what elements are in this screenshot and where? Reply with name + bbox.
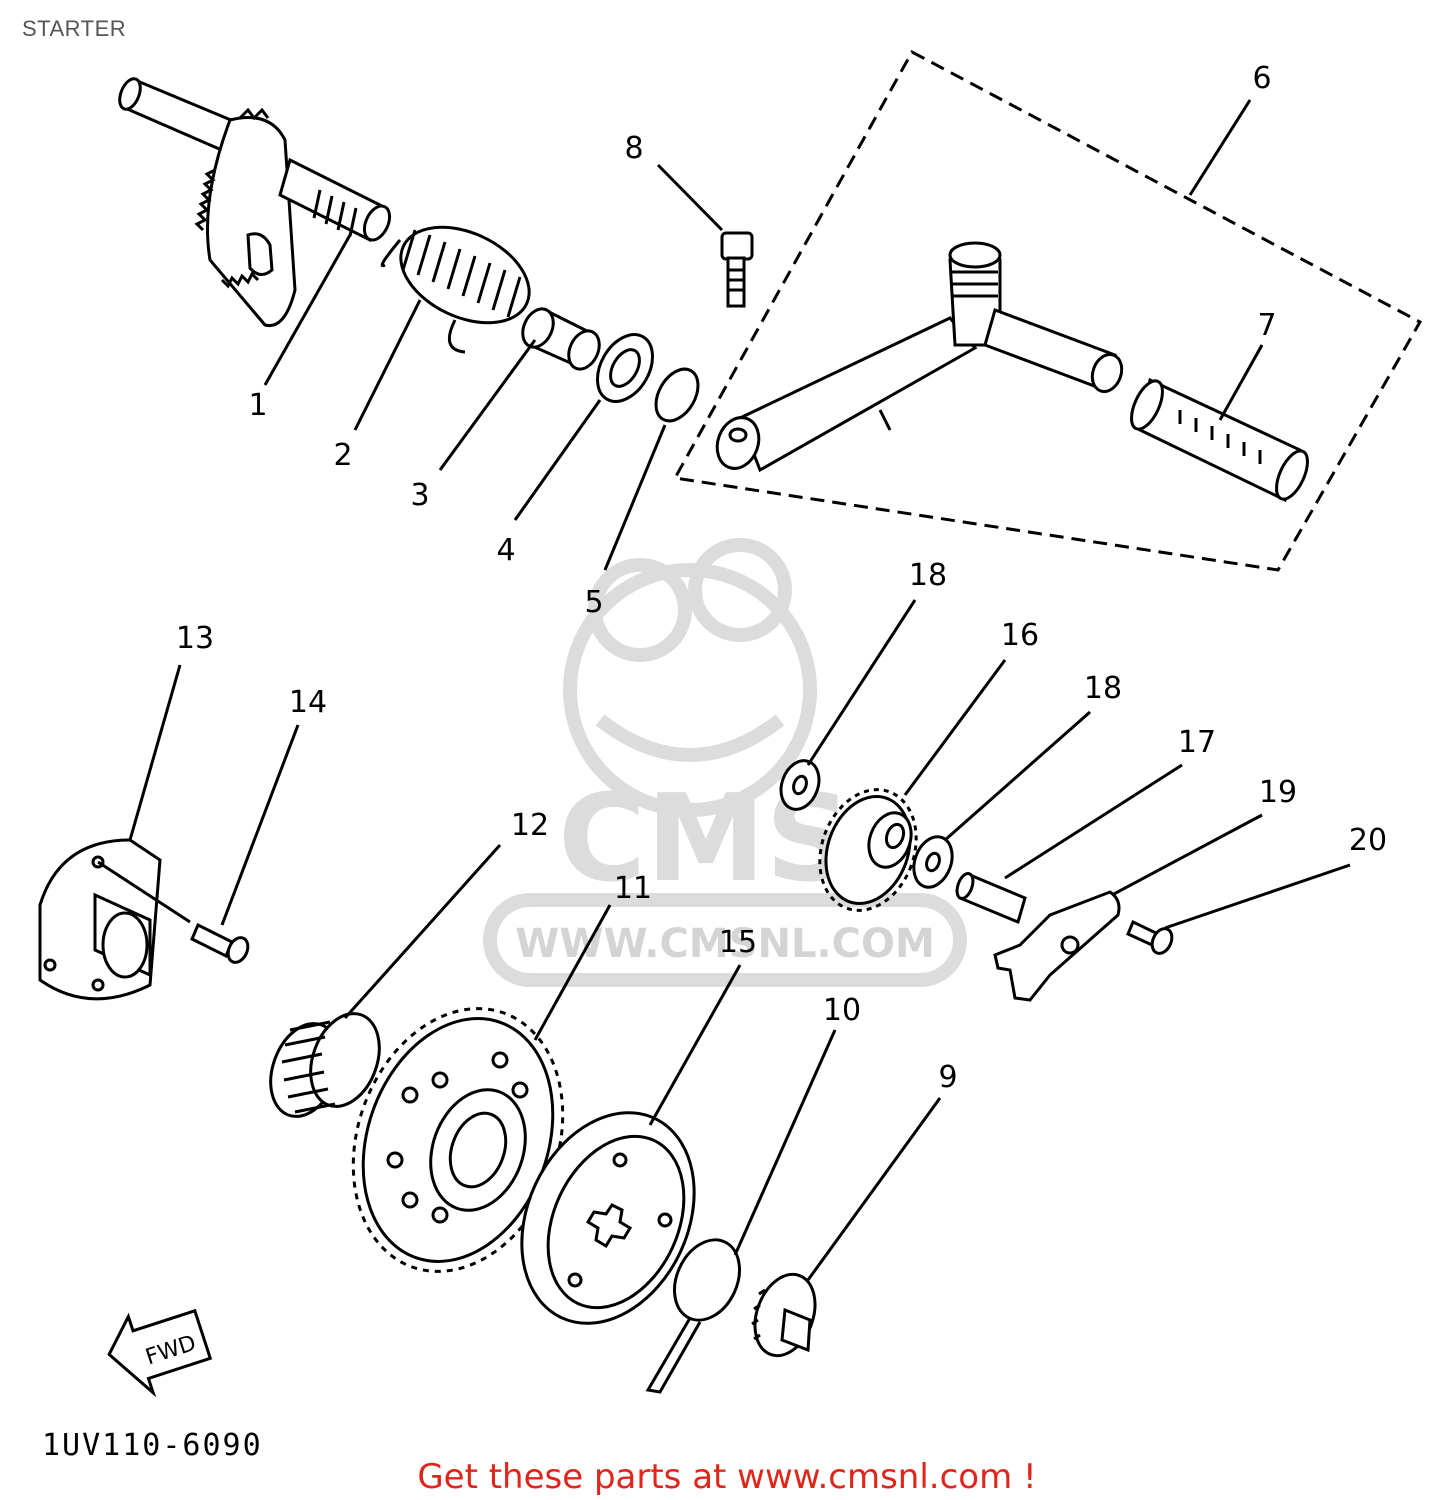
callout-18-lower: 18 <box>1084 671 1122 706</box>
leader-lines <box>128 99 1351 1281</box>
callout-3: 3 <box>410 478 429 513</box>
callout-8: 8 <box>624 131 643 166</box>
kick-rubber-grip <box>1130 377 1309 503</box>
callout-19: 19 <box>1259 775 1297 810</box>
callout-1: 1 <box>248 388 267 423</box>
page-title: STARTER <box>22 16 127 41</box>
promo-link[interactable]: Get these parts at www.cmsnl.com ! <box>417 1457 1036 1497</box>
fwd-arrow: FWD <box>107 1308 213 1398</box>
callout-5: 5 <box>584 585 603 620</box>
kick-spring <box>380 225 531 354</box>
idle-gear-shaft <box>955 872 1027 925</box>
idle-gear <box>818 788 918 912</box>
retainer-plate <box>993 890 1121 1002</box>
callout-20: 20 <box>1349 823 1387 858</box>
callout-11: 11 <box>614 871 652 906</box>
callouts: 1 2 3 4 5 6 7 8 9 10 11 12 13 14 15 16 1… <box>176 61 1387 1095</box>
watermark-mascot-head <box>563 563 817 817</box>
bolt <box>720 231 754 308</box>
watermark-goggle-right <box>688 538 792 642</box>
callout-2: 2 <box>333 438 352 473</box>
callout-15: 15 <box>719 925 757 960</box>
washer-18-lower <box>912 835 954 889</box>
callout-17: 17 <box>1178 725 1216 760</box>
watermark <box>483 538 967 987</box>
callout-7: 7 <box>1257 308 1276 343</box>
callout-14: 14 <box>289 685 327 720</box>
pinion-gear <box>751 1272 817 1358</box>
kick-crank-assembly <box>672 49 1423 572</box>
one-way-clutch <box>520 1111 696 1325</box>
needle-bearing <box>269 1012 381 1118</box>
washer <box>596 333 654 403</box>
kick-axle-assembly <box>118 77 392 328</box>
plate-screw <box>1126 919 1174 955</box>
callout-10: 10 <box>823 993 861 1028</box>
callout-18-upper: 18 <box>909 558 947 593</box>
callout-16: 16 <box>1001 618 1039 653</box>
starter-flange <box>38 838 191 1001</box>
callout-6: 6 <box>1252 61 1271 96</box>
watermark-banner <box>483 893 967 987</box>
callout-4: 4 <box>496 533 515 568</box>
watermark-url: WWW.CMSNL.COM <box>515 921 935 967</box>
watermark-goggle-left <box>588 558 692 662</box>
circlip <box>654 367 700 423</box>
large-circlip <box>645 1238 741 1394</box>
screw <box>190 922 250 964</box>
collar <box>521 307 601 371</box>
watermark-mouth <box>595 714 785 762</box>
callout-12: 12 <box>511 808 549 843</box>
callout-9: 9 <box>938 1060 957 1095</box>
diagram-code: 1UV110-6090 <box>42 1428 263 1463</box>
callout-13: 13 <box>176 621 214 656</box>
